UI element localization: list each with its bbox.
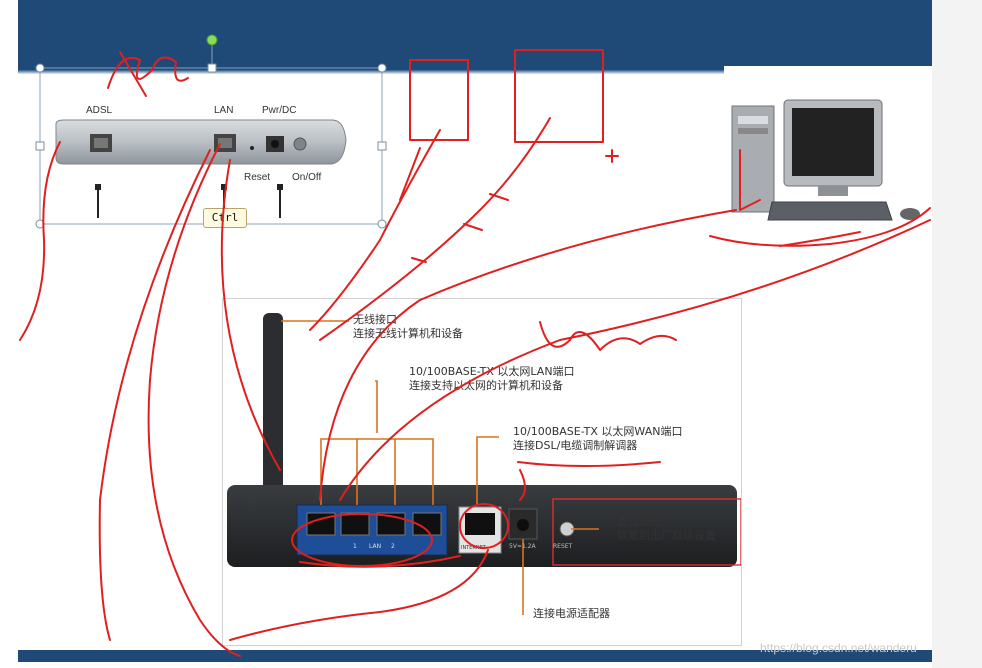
callout-reset-desc: 恢复到出厂默认设置 xyxy=(617,529,716,542)
modem-image[interactable]: ADSL LAN Pwr/DC Reset On/Off xyxy=(40,68,382,224)
callout-reset-title: 复位按钮 xyxy=(617,515,661,528)
modem-label-reset: Reset xyxy=(244,172,271,183)
modem-label-onoff: On/Off xyxy=(292,172,322,183)
modem-illustration xyxy=(55,119,347,218)
callout-lan-desc: 连接支持以太网的计算机和设备 xyxy=(409,379,563,392)
resize-handle-tr[interactable] xyxy=(377,63,387,73)
modem-label-pwr: Pwr/DC xyxy=(262,105,297,116)
slide-header-shadow xyxy=(18,70,932,74)
panel-label-lan: LAN xyxy=(369,543,382,550)
resize-handle-tl[interactable] xyxy=(35,63,45,73)
callout-wan-title: 10/100BASE-TX 以太网WAN端口 xyxy=(513,425,683,438)
computer-illustration xyxy=(731,99,920,221)
panel-label-power: 5V=1.2A xyxy=(509,543,536,550)
watermark-url: https://blog.csdn.net/wanderu xyxy=(760,641,917,655)
ctrl-key-tooltip: Ctrl xyxy=(203,208,247,228)
resize-handle-br[interactable] xyxy=(377,219,387,229)
slide-footer-bar xyxy=(18,650,932,662)
resize-handle-right[interactable] xyxy=(377,141,387,151)
router-illustration xyxy=(227,313,742,615)
resize-handle-left[interactable] xyxy=(35,141,45,151)
callout-wireless-desc: 连接无线计算机和设备 xyxy=(353,327,463,340)
callout-lan-title: 10/100BASE-TX 以太网LAN端口 xyxy=(409,365,575,378)
panel-label-p1: 1 xyxy=(353,543,357,550)
right-margin xyxy=(932,0,982,668)
callout-wireless-title: 无线接口 xyxy=(353,313,397,326)
modem-label-adsl: ADSL xyxy=(86,105,113,116)
panel-label-reset: RESET xyxy=(553,543,573,550)
callout-wan-desc: 连接DSL/电缆调制解调器 xyxy=(513,439,638,452)
callout-power: 连接电源适配器 xyxy=(533,607,610,620)
panel-label-p2: 2 xyxy=(391,543,395,550)
rotate-handle[interactable] xyxy=(206,34,218,46)
resize-handle-top[interactable] xyxy=(207,63,217,73)
panel-label-internet: INTERNET xyxy=(461,545,486,551)
modem-label-lan: LAN xyxy=(214,105,234,116)
router-diagram-panel: 无线接口 连接无线计算机和设备 10/100BASE-TX 以太网LAN端口 连… xyxy=(222,298,742,646)
